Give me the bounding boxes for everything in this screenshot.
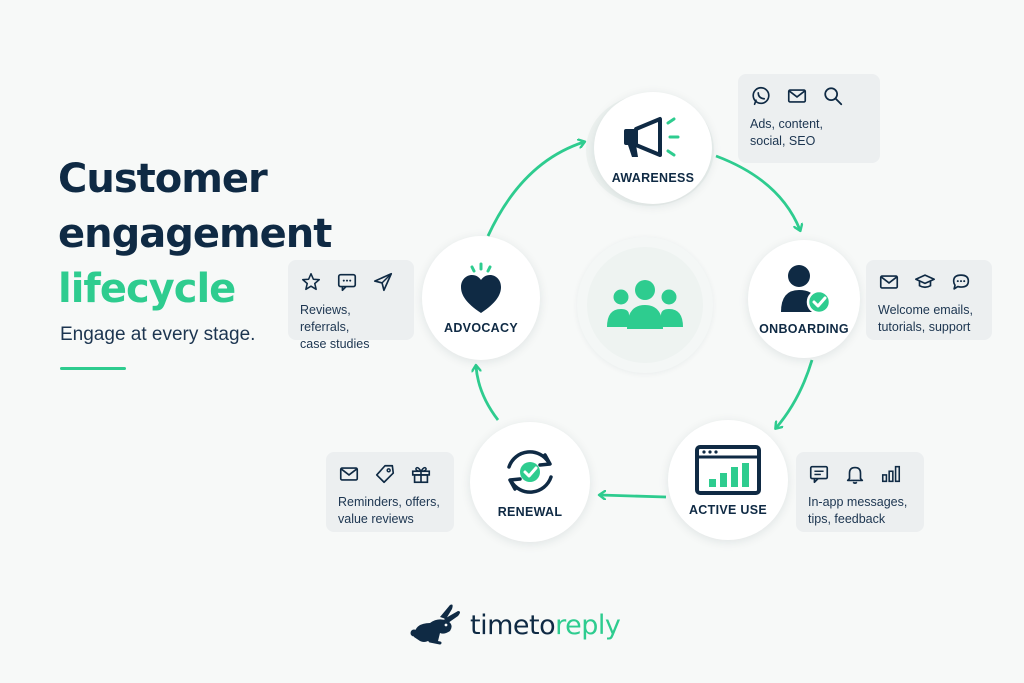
user-check-icon xyxy=(781,265,832,315)
onboarding-card: Welcome emails, tutorials, support xyxy=(866,260,992,340)
arrow-awareness-to-onboarding xyxy=(715,154,800,230)
card-line: In-app messages, xyxy=(808,495,908,509)
bell-icon xyxy=(846,466,864,484)
renew-icon xyxy=(507,450,553,494)
send-icon xyxy=(373,272,393,292)
rabbit-icon xyxy=(410,604,460,645)
subtitle: Engage at every stage. xyxy=(60,324,256,345)
stage-active-use: ACTIVE USE xyxy=(668,420,788,540)
card-line: Reminders, offers, xyxy=(338,495,440,509)
heart-icon xyxy=(461,262,501,313)
mail-icon xyxy=(879,275,899,289)
graduation-cap-icon xyxy=(915,274,935,289)
brand-name-part1: timeto xyxy=(470,609,556,641)
stage-label: ACTIVE USE xyxy=(688,503,767,517)
bar-chart-icon xyxy=(881,465,901,483)
star-icon xyxy=(301,272,321,291)
accent-underline xyxy=(60,367,126,370)
card-text: Ads, content, social, SEO xyxy=(750,116,868,150)
center-circle xyxy=(577,237,713,373)
card-line: case studies xyxy=(300,337,370,351)
stage-advocacy: ADVOCACY xyxy=(422,236,540,360)
card-text: Welcome emails, tutorials, support xyxy=(878,302,980,336)
arrow-active-to-renewal xyxy=(600,495,667,497)
title-line-3: lifecycle xyxy=(58,266,236,312)
chat-icon xyxy=(337,273,357,292)
stage-label: ADVOCACY xyxy=(444,321,518,335)
card-text: In-app messages, tips, feedback xyxy=(808,494,912,528)
whatsapp-icon xyxy=(752,86,770,106)
card-line: Ads, content, xyxy=(750,117,823,131)
card-text: Reviews, referrals, case studies xyxy=(300,302,402,353)
group-icon xyxy=(607,280,683,329)
renewal-card: Reminders, offers, value reviews xyxy=(326,452,454,532)
card-line: Welcome emails, xyxy=(878,303,973,317)
brand-name-part2: reply xyxy=(555,609,621,641)
card-line: value reviews xyxy=(338,512,414,526)
brand-name: timetoreply xyxy=(470,609,621,641)
stage-onboarding: ONBOARDING xyxy=(748,240,860,358)
title-line-2: engagement xyxy=(58,211,332,257)
brand-logo: timetoreply xyxy=(410,603,621,647)
card-line: social, SEO xyxy=(750,134,816,148)
gift-icon xyxy=(411,466,431,484)
title-line-1: Customer xyxy=(58,156,268,202)
stage-label: AWARENESS xyxy=(611,171,695,185)
awareness-card: Ads, content, social, SEO xyxy=(738,74,880,163)
search-icon xyxy=(824,87,843,106)
stage-awareness: AWARENESS xyxy=(594,92,712,204)
arrow-advocacy-to-awareness xyxy=(486,142,584,237)
advocacy-card: Reviews, referrals, case studies xyxy=(288,260,414,351)
card-line: Reviews, referrals, xyxy=(300,303,351,334)
card-line: tutorials, support xyxy=(878,320,971,334)
arrow-onboarding-to-active xyxy=(776,359,814,428)
card-text: Reminders, offers, value reviews xyxy=(338,494,442,528)
stage-renewal: RENEWAL xyxy=(470,422,590,542)
dashboard-chart-icon xyxy=(695,445,761,495)
mail-icon xyxy=(339,467,359,481)
arrow-renewal-to-advocacy xyxy=(476,366,500,421)
stage-label: ONBOARDING xyxy=(759,322,849,336)
chat-icon xyxy=(952,274,970,290)
mail-icon xyxy=(787,89,807,103)
card-line: tips, feedback xyxy=(808,512,886,526)
megaphone-icon xyxy=(624,117,680,157)
active-use-card: In-app messages, tips, feedback xyxy=(796,452,924,532)
page-title: Customer engagement lifecycle xyxy=(58,152,332,317)
tag-icon xyxy=(375,464,395,484)
message-icon xyxy=(809,465,829,484)
stage-label: RENEWAL xyxy=(497,505,563,519)
